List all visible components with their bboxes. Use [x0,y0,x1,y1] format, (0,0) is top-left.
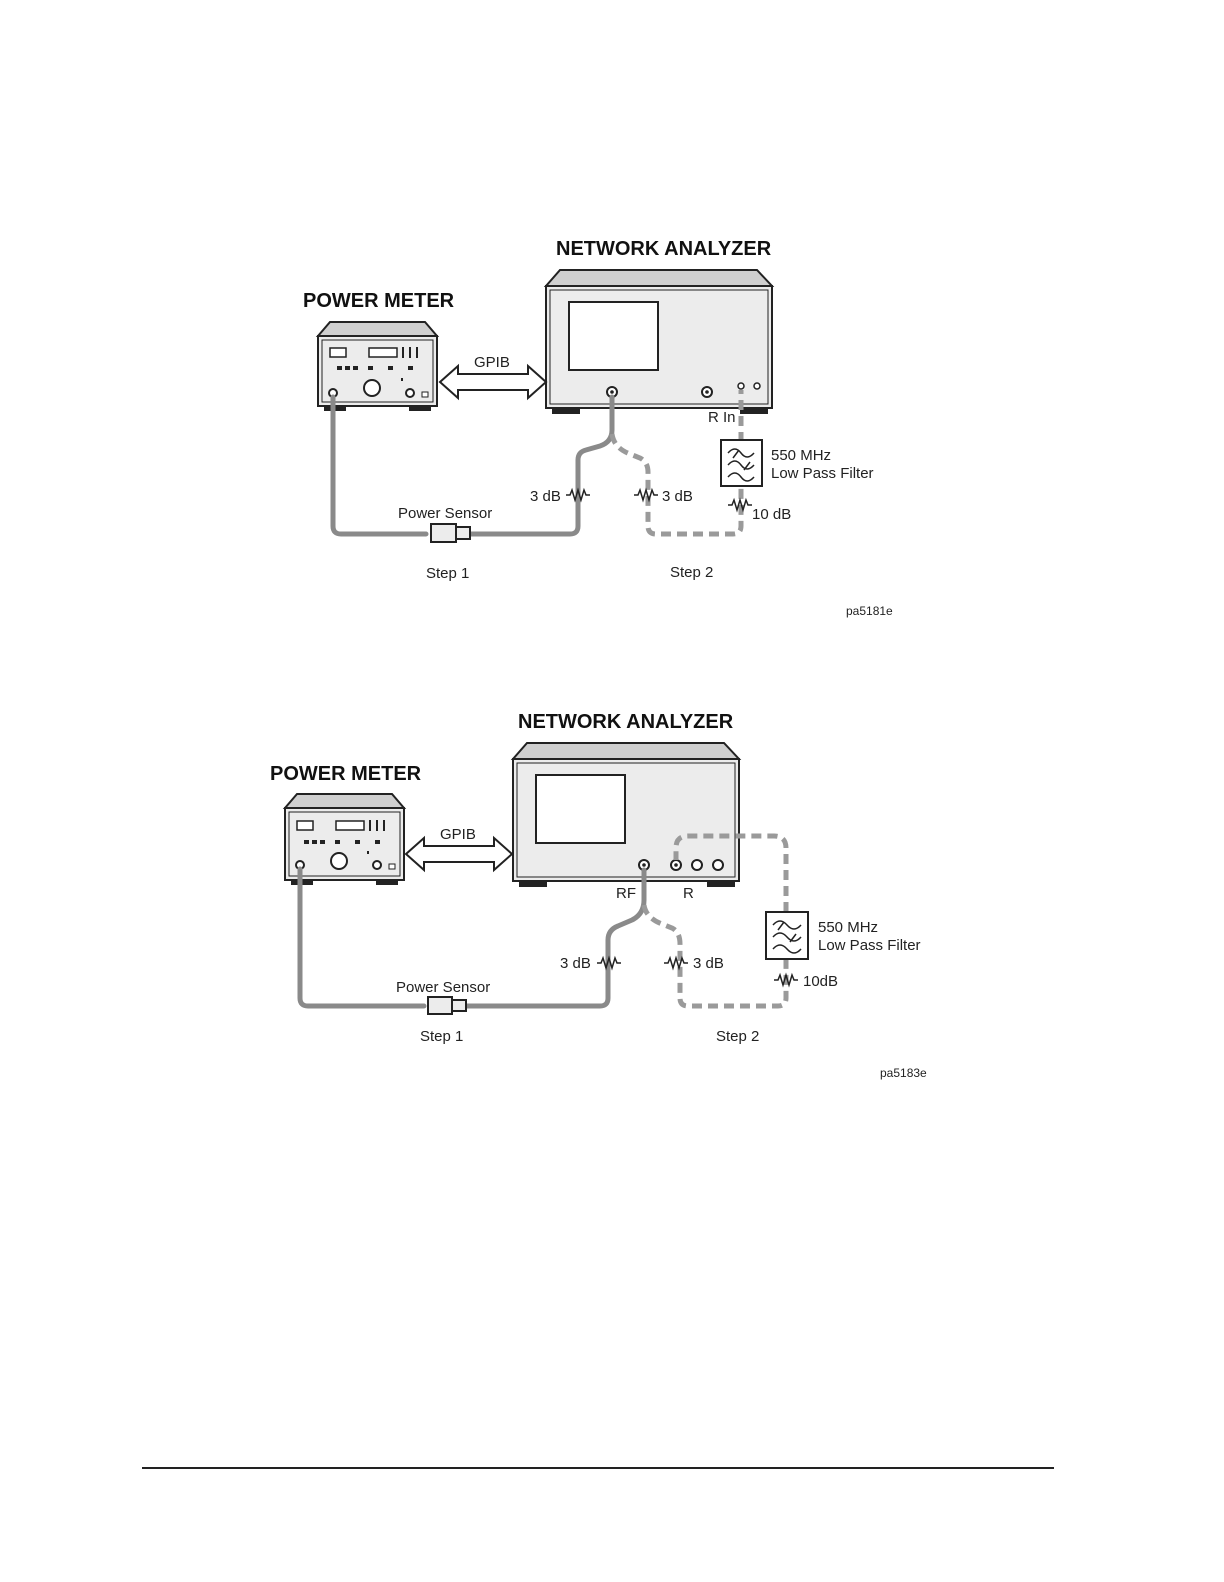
gpib-label: GPIB [440,826,476,843]
network-analyzer [513,743,739,887]
r-in-connector [738,383,744,389]
power-meter [318,322,437,411]
footer-rule [142,1467,1054,1469]
analyzer-screen [536,775,625,843]
filter-label-2: Low Pass Filter [818,937,921,954]
step2-label: Step 2 [716,1028,759,1045]
rf-port-label: RF [616,885,636,902]
power-meter-title: POWER METER [303,290,455,312]
power-sensor-label: Power Sensor [398,505,492,522]
network-analyzer [546,270,772,414]
setup-diagram-1: NETWORK ANALYZER POWER METER GPIB Powe [0,220,1224,620]
atten-10-label: 10 dB [752,506,791,523]
atten-left-label: 3 dB [560,955,591,972]
setup-diagram-2: NETWORK ANALYZER POWER METER GPIB Powe [0,700,1224,1090]
atten-right-label: 3 dB [662,488,693,505]
filter-label-2: Low Pass Filter [771,465,874,482]
step1-label: Step 1 [420,1028,463,1045]
gpib-label: GPIB [474,354,510,371]
step2-label: Step 2 [670,564,713,581]
power-sensor [431,524,470,542]
figure-id: pa5181e [846,604,893,618]
filter-label-1: 550 MHz [771,447,831,464]
figure-id: pa5183e [880,1066,927,1080]
power-sensor [428,997,466,1014]
power-sensor-label: Power Sensor [396,979,490,996]
r-port-label: R [683,885,694,902]
filter-label-1: 550 MHz [818,919,878,936]
r-in-label: R In [708,409,736,426]
power-meter-title: POWER METER [270,763,422,785]
atten-right-label: 3 dB [693,955,724,972]
atten-left-label: 3 dB [530,488,561,505]
analyzer-screen [569,302,658,370]
low-pass-filter [766,912,808,959]
setup-diagram-1-svg: NETWORK ANALYZER POWER METER GPIB Powe [0,220,1224,620]
low-pass-filter [721,440,762,486]
power-meter [285,794,404,885]
setup-diagram-2-svg: NETWORK ANALYZER POWER METER GPIB Powe [0,700,1224,1090]
step1-label: Step 1 [426,565,469,582]
atten-right-symbol [664,958,688,968]
network-analyzer-title: NETWORK ANALYZER [518,711,734,733]
atten-10-label: 10dB [803,973,838,990]
network-analyzer-title: NETWORK ANALYZER [556,238,772,260]
